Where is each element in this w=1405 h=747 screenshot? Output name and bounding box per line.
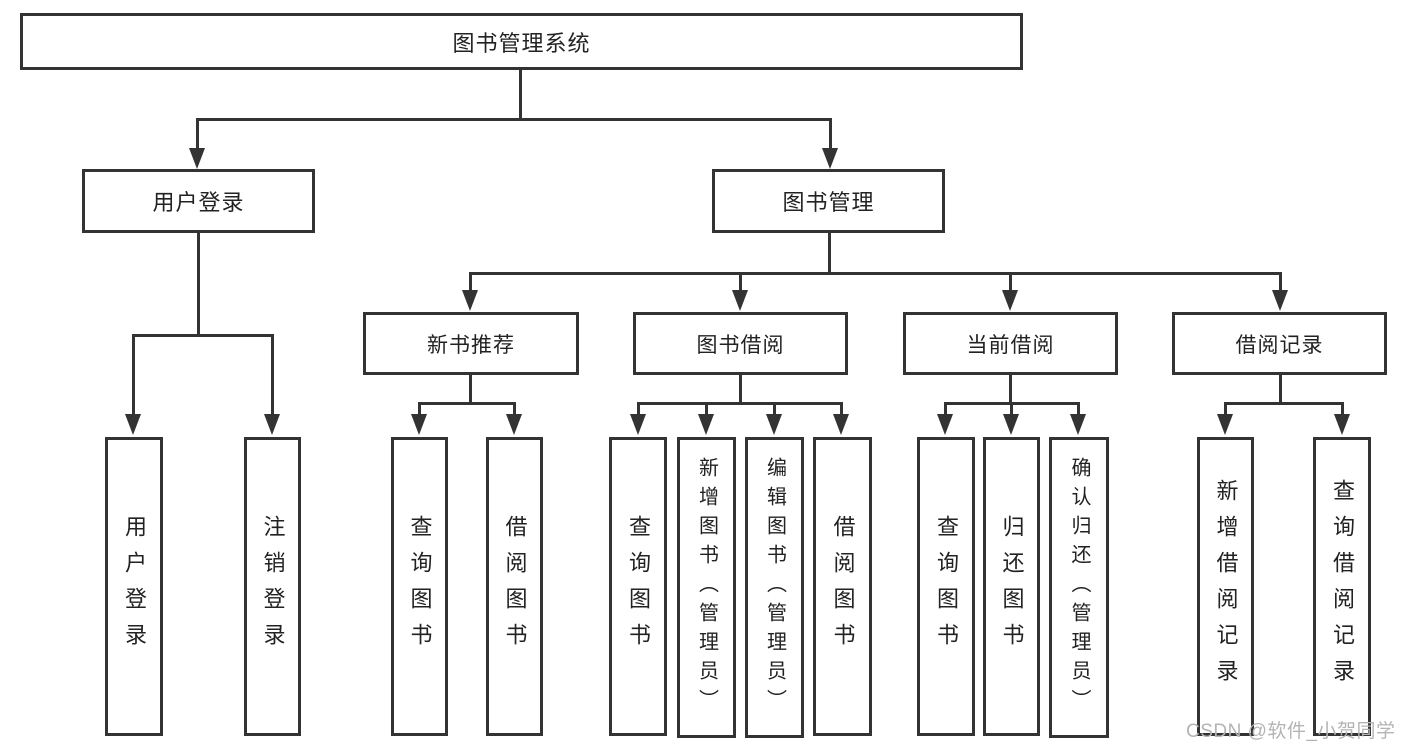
arrow-down-icon <box>630 414 646 435</box>
connector-drop-book-management <box>829 118 832 151</box>
arrow-down-icon <box>1002 290 1018 311</box>
leaf-query-books-borrowing: 查询图书 <box>609 437 667 736</box>
node-library-management-system: 图书管理系统 <box>20 13 1023 70</box>
connector-borrowing-records-stem <box>1279 375 1282 405</box>
leaf-return-books: 归还图书 <box>983 437 1040 736</box>
connector-book-borrowing-branch <box>637 402 843 405</box>
arrow-down-icon <box>1070 414 1086 435</box>
connector-drop <box>944 402 947 416</box>
arrow-down-icon <box>1217 414 1233 435</box>
arrow-down-icon <box>506 414 522 435</box>
arrow-down-icon <box>411 414 427 435</box>
node-current-borrowing: 当前借阅 <box>903 312 1118 375</box>
connector-borrowing-records-branch <box>1224 402 1343 405</box>
arrow-down-icon <box>1003 414 1019 435</box>
arrow-down-icon <box>766 414 782 435</box>
node-book-borrowing: 图书借阅 <box>633 312 848 375</box>
leaf-user-login: 用户登录 <box>105 437 163 736</box>
connector-drop <box>418 402 421 416</box>
leaf-borrow-books-recommend: 借阅图书 <box>486 437 543 736</box>
connector-root-stem <box>519 70 522 120</box>
node-borrowing-records: 借阅记录 <box>1172 312 1387 375</box>
connector-drop-new-book <box>469 272 472 292</box>
arrow-down-icon <box>125 414 141 435</box>
connector-book-management-stem <box>828 233 831 274</box>
leaf-query-books-recommend: 查询图书 <box>391 437 448 736</box>
leaf-logout: 注销登录 <box>244 437 301 736</box>
connector-user-login-branch <box>132 334 274 337</box>
leaf-edit-books-admin: 编辑图书（管理员） <box>745 437 804 738</box>
connector-drop-leaf-logout <box>271 334 274 415</box>
arrow-down-icon <box>1334 414 1350 435</box>
leaf-add-borrowing-record: 新增借阅记录 <box>1197 437 1254 736</box>
leaf-borrow-books-borrowing: 借阅图书 <box>813 437 872 736</box>
connector-drop-current-borrowing <box>1009 272 1012 292</box>
leaf-query-books-current: 查询图书 <box>917 437 975 736</box>
connector-drop <box>513 402 516 416</box>
connector-drop <box>1224 402 1227 416</box>
leaf-add-books-admin: 新增图书（管理员） <box>677 437 736 738</box>
arrow-down-icon <box>462 290 478 311</box>
arrow-down-icon <box>833 414 849 435</box>
connector-current-borrowing-stem <box>1009 375 1012 405</box>
connector-drop <box>1341 402 1344 416</box>
connector-drop <box>840 402 843 416</box>
connector-drop <box>1010 402 1013 416</box>
connector-new-book-stem <box>469 375 472 405</box>
connector-drop-borrowing-records <box>1279 272 1282 292</box>
arrow-down-icon <box>698 414 714 435</box>
connector-root-branch <box>196 118 832 121</box>
connector-drop-leaf-user-login <box>132 334 135 415</box>
connector-drop-book-borrowing <box>739 272 742 292</box>
arrow-down-icon <box>189 148 205 169</box>
connector-drop <box>705 402 708 416</box>
connector-drop-user-login <box>196 118 199 151</box>
arrow-down-icon <box>822 148 838 169</box>
arrow-down-icon <box>1272 290 1288 311</box>
leaf-confirm-return-admin: 确认归还（管理员） <box>1049 437 1109 738</box>
node-book-management: 图书管理 <box>712 169 945 233</box>
arrow-down-icon <box>264 414 280 435</box>
connector-book-management-branch <box>469 272 1282 275</box>
connector-user-login-stem <box>197 233 200 336</box>
node-user-login: 用户登录 <box>82 169 315 233</box>
arrow-down-icon <box>937 414 953 435</box>
connector-drop <box>1077 402 1080 416</box>
csdn-watermark: CSDN @软件_小贺同学 <box>1186 721 1396 742</box>
connector-drop <box>637 402 640 416</box>
connector-book-borrowing-stem <box>739 375 742 405</box>
node-new-book-recommendation: 新书推荐 <box>363 312 579 375</box>
leaf-query-borrowing-record: 查询借阅记录 <box>1313 437 1371 736</box>
connector-drop <box>773 402 776 416</box>
arrow-down-icon <box>732 290 748 311</box>
connector-new-book-branch <box>418 402 516 405</box>
